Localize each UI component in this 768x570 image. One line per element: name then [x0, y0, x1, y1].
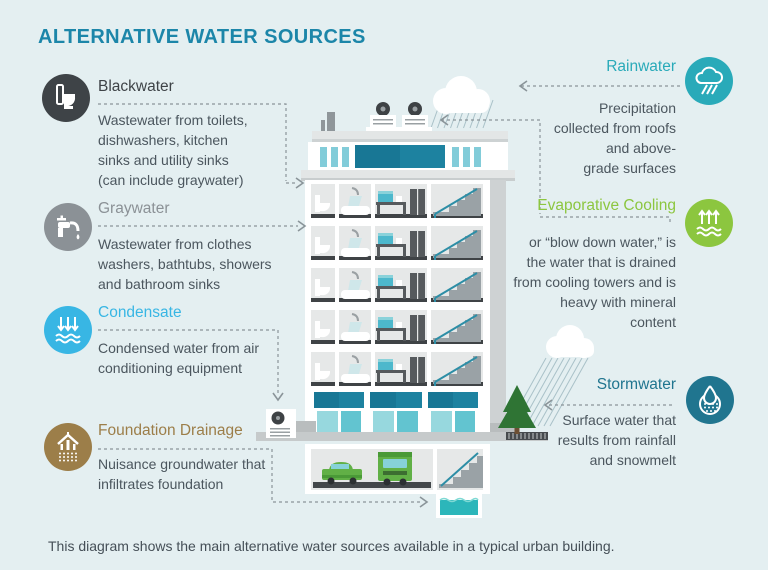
evaporative-cooling-description: or “blow down water,” is the water that …	[513, 234, 676, 330]
rooftop-chimney	[321, 112, 335, 132]
graywater-label: Graywater	[98, 200, 170, 217]
footer-caption: This diagram shows the main alternative …	[48, 538, 615, 554]
truck	[378, 452, 412, 486]
rainwater-description: Precipitation collected from roofs and a…	[553, 100, 676, 176]
stormwater-description: Surface water that results from rainfall…	[557, 412, 676, 468]
evaporation-arrows-icon	[685, 199, 733, 247]
building-body	[305, 180, 506, 432]
car	[322, 462, 362, 485]
condensate-description: Condensed water from air conditioning eq…	[98, 340, 260, 376]
foundation-connector	[98, 448, 420, 503]
evaporative-connector	[441, 119, 671, 222]
graywater-description: Wastewater from clothes washers, bathtub…	[98, 236, 272, 292]
blackwater-connector	[98, 103, 298, 184]
evaporative-cooling-label: Evaporative Cooling	[537, 197, 676, 214]
roof-rain-cloud	[433, 76, 490, 114]
rooftop-hvac-units	[366, 102, 432, 132]
stormwater-label: Stormwater	[596, 376, 676, 393]
faucet-icon	[44, 203, 92, 251]
sump-pit	[436, 490, 482, 518]
toilet-icon	[42, 74, 90, 122]
condensate-arrows-icon	[44, 306, 92, 354]
basement-garage	[305, 444, 490, 494]
house-foundation-icon	[44, 423, 92, 471]
rain-cloud-icon	[685, 57, 733, 105]
storefront	[305, 390, 490, 432]
building-top-floor	[301, 131, 515, 181]
pine-tree	[498, 385, 536, 434]
connector-arrowheads	[272, 80, 553, 508]
page-title: ALTERNATIVE WATER SOURCES	[38, 26, 366, 48]
foundation-drainage-description: Nuisance groundwater that infiltrates fo…	[98, 456, 266, 492]
foundation-drainage-label: Foundation Drainage	[98, 422, 243, 439]
water-drop-icon	[686, 376, 734, 424]
rainwater-label: Rainwater	[606, 58, 676, 75]
condensate-connector	[98, 329, 279, 394]
condensate-label: Condensate	[98, 304, 182, 321]
storm-drain-grate	[506, 432, 548, 440]
blackwater-description: Wastewater from toilets, dishwashers, ki…	[98, 112, 248, 188]
blackwater-label: Blackwater	[98, 78, 174, 95]
dashed-connectors	[98, 85, 680, 503]
storm-rain-cloud	[546, 325, 594, 358]
ac-unit	[266, 409, 296, 438]
